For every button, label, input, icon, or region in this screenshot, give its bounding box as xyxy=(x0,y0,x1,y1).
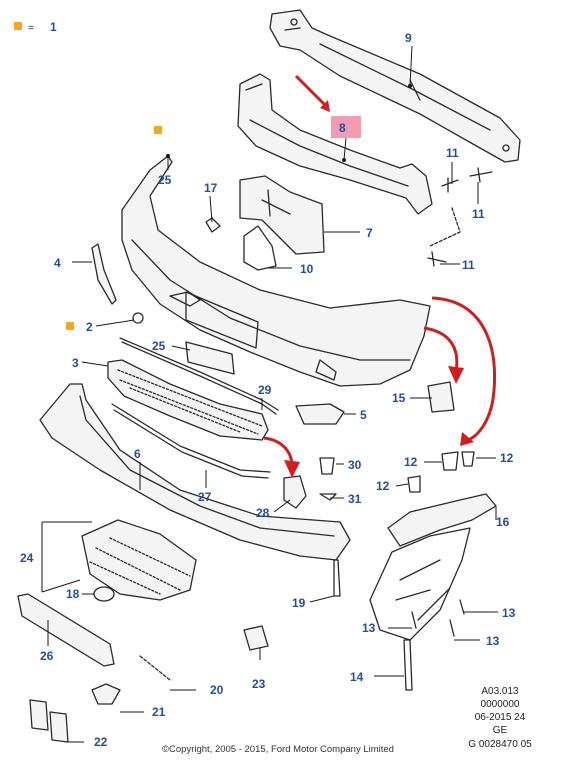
part-13-screws xyxy=(411,599,465,637)
callout-14: 14 xyxy=(350,670,364,684)
callout-18: 18 xyxy=(66,587,80,601)
part-17-clip xyxy=(205,217,221,233)
callout-11a: 11 xyxy=(446,146,459,160)
part-7-bracket xyxy=(239,175,325,255)
callout-24: 24 xyxy=(20,551,34,565)
callout-10: 10 xyxy=(300,262,314,276)
callout-17: 17 xyxy=(204,181,218,195)
leader-lines xyxy=(41,45,498,743)
callout-15: 15 xyxy=(392,391,406,405)
part-22-pad xyxy=(29,699,49,731)
callout-27: 27 xyxy=(198,490,212,504)
legend-square-icon xyxy=(14,22,22,30)
callout-13c: 13 xyxy=(502,606,516,620)
callout-12c: 12 xyxy=(376,479,390,493)
ref-line-1: A03.013 xyxy=(481,686,519,697)
part-27-lower-strip xyxy=(111,403,271,473)
callout-13a: 13 xyxy=(362,621,376,635)
callout-25-top: 25 xyxy=(158,173,172,187)
callout-5: 5 xyxy=(360,408,367,422)
part-23-clip xyxy=(243,625,269,651)
ref-line-2: 0000000 xyxy=(481,699,520,710)
part-9-reinforcement-bar xyxy=(269,9,521,163)
part-25-plate-bracket xyxy=(185,341,235,375)
part-12-nut xyxy=(441,451,459,471)
callout-28: 28 xyxy=(256,506,270,520)
callout-7: 7 xyxy=(366,226,373,240)
part-18-badge xyxy=(93,586,115,602)
callout-13b: 13 xyxy=(486,634,500,648)
callout-6: 6 xyxy=(134,447,141,461)
part-24-grille-insert xyxy=(81,519,197,601)
callout-8: 8 xyxy=(339,121,346,135)
callout-31: 31 xyxy=(348,492,362,506)
part-10-clip xyxy=(243,225,277,271)
part-30-clip xyxy=(319,457,335,475)
callout-26: 26 xyxy=(40,649,54,663)
marker-square-icon xyxy=(154,126,162,134)
part-12-nut xyxy=(461,451,475,467)
callout-12b: 12 xyxy=(500,451,514,465)
part-4-side-trim xyxy=(91,243,117,305)
part-28-clip xyxy=(283,475,307,509)
part-19-screw xyxy=(333,559,341,597)
bumper-cover xyxy=(121,155,431,387)
part-20-spring xyxy=(139,655,171,681)
callout-20: 20 xyxy=(210,683,224,697)
legend: = 1 xyxy=(14,20,57,34)
callouts: 9 8 11 11 11 7 10 17 25 4 2 3 25 29 5 15… xyxy=(20,31,516,749)
callout-21: 21 xyxy=(152,705,166,719)
part-21-fastener xyxy=(91,683,121,705)
part-2-clip xyxy=(132,312,144,324)
callout-4: 4 xyxy=(54,256,61,270)
red-arrows xyxy=(263,74,497,478)
callout-9: 9 xyxy=(405,31,412,45)
callout-12a: 12 xyxy=(404,455,418,469)
callout-25: 25 xyxy=(152,339,166,353)
part-11-bolts xyxy=(427,167,493,267)
part-14-stud xyxy=(403,639,413,691)
callout-29: 29 xyxy=(258,383,272,397)
callout-19: 19 xyxy=(292,596,306,610)
part-26-grille-surround xyxy=(17,593,115,667)
ref-line-4: GE xyxy=(493,725,508,736)
part-16-undertray xyxy=(369,493,497,641)
legend-value: 1 xyxy=(50,20,57,34)
callout-23: 23 xyxy=(252,677,266,691)
copyright-text: ©Copyright, 2005 - 2015, Ford Motor Comp… xyxy=(162,744,394,755)
part-12-nut xyxy=(407,475,421,493)
part-5-fog-lamp-trim xyxy=(295,403,345,425)
part-22-pad xyxy=(49,711,69,743)
part-27-lower-strip-edge xyxy=(113,409,269,479)
highlight-box xyxy=(331,116,361,138)
part-29-trim-strip xyxy=(119,337,279,411)
part-15-bracket xyxy=(427,381,455,413)
reference-block: A03.013 0000000 06-2015 24 GE G 0028470 … xyxy=(468,686,532,750)
part-29-trim-strip-edge xyxy=(121,341,277,415)
callout-3: 3 xyxy=(72,356,79,370)
part-31-clip xyxy=(319,493,337,501)
legend-equals: = xyxy=(28,23,34,34)
callout-22: 22 xyxy=(94,735,108,749)
callout-11c: 11 xyxy=(462,258,475,272)
callout-16: 16 xyxy=(496,515,510,529)
ref-line-3: 06-2015 24 xyxy=(475,712,526,723)
callout-30: 30 xyxy=(348,458,362,472)
marker-square-icon xyxy=(66,322,74,330)
part-6-lower-spoiler xyxy=(39,383,351,561)
part-8-energy-absorber xyxy=(237,73,433,215)
ref-line-5: G 0028470 05 xyxy=(468,739,532,750)
callout-2: 2 xyxy=(86,320,93,334)
callout-11b: 11 xyxy=(472,207,485,221)
part-3-grille xyxy=(107,359,269,441)
